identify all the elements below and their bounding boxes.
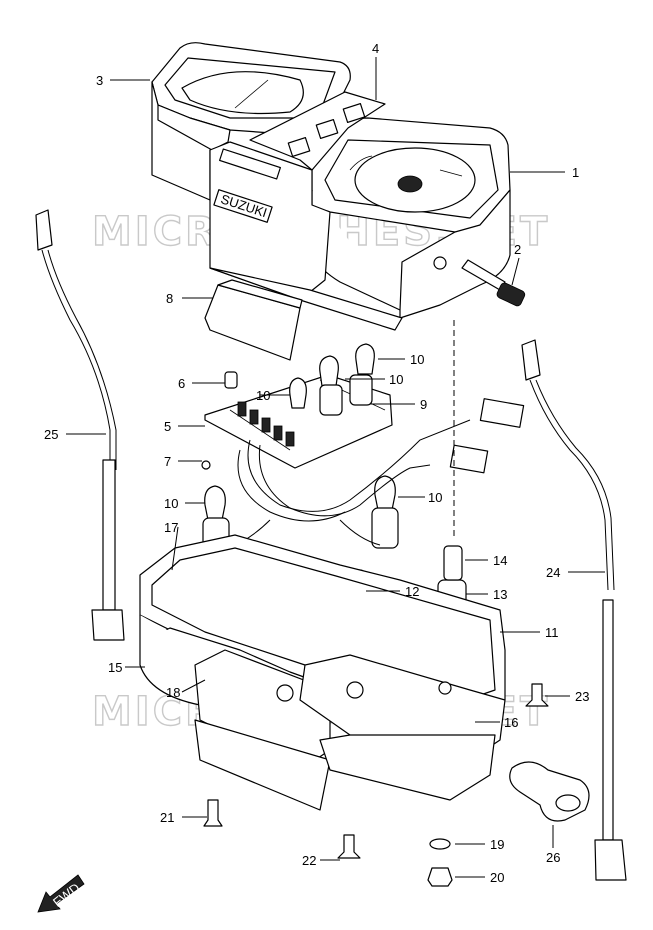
callout-20: 20 <box>490 870 504 885</box>
callout-11: 11 <box>545 625 559 640</box>
speedometer-gauge <box>151 42 351 201</box>
fwd-arrow: FWD <box>37 874 85 913</box>
screw-23 <box>525 683 549 707</box>
trip-reset-knob <box>461 259 526 307</box>
screw-22 <box>337 834 361 859</box>
callout-7: 7 <box>164 454 171 469</box>
callout-8: 8 <box>166 291 173 306</box>
callout-13: 13 <box>493 587 507 602</box>
boot-cap <box>509 761 590 822</box>
callout-16: 16 <box>504 715 518 730</box>
callout-1: 1 <box>572 165 579 180</box>
callout-21: 21 <box>160 810 174 825</box>
callout-10e: 10 <box>428 490 442 505</box>
callout-17: 17 <box>164 520 178 535</box>
callout-14: 14 <box>493 553 507 568</box>
speedometer-cable <box>35 209 125 641</box>
screw-7 <box>201 460 211 470</box>
callout-6: 6 <box>178 376 185 391</box>
center-panel: SUZUKI <box>209 141 403 331</box>
callout-4: 4 <box>372 41 379 56</box>
callout-labels: 1 2 3 4 5 6 7 8 9 10 10 10 10 10 11 12 1… <box>44 41 589 885</box>
callout-26: 26 <box>546 850 560 865</box>
callout-15: 15 <box>108 660 122 675</box>
callout-10d: 10 <box>164 496 178 511</box>
callout-24: 24 <box>546 565 560 580</box>
callout-10b: 10 <box>389 372 403 387</box>
wire-harness <box>224 398 525 551</box>
socket-plate <box>201 371 393 470</box>
callout-10c: 10 <box>256 388 270 403</box>
callout-19: 19 <box>490 837 504 852</box>
callout-25: 25 <box>44 427 58 442</box>
tachometer-cable <box>521 339 627 881</box>
indicator-lens <box>204 279 303 361</box>
lower-case <box>139 534 506 811</box>
callout-5: 5 <box>164 419 171 434</box>
callout-10a: 10 <box>410 352 424 367</box>
indicator-housing <box>249 91 386 171</box>
fasteners <box>203 683 549 887</box>
callout-2: 2 <box>514 242 521 257</box>
callout-12: 12 <box>405 584 419 599</box>
washer-19 <box>429 838 451 850</box>
callout-23: 23 <box>575 689 589 704</box>
callout-9: 9 <box>420 397 427 412</box>
callout-18: 18 <box>166 685 180 700</box>
nut-20 <box>427 867 453 887</box>
tachometer-gauge <box>311 117 511 319</box>
leader-lines <box>66 57 605 878</box>
callout-3: 3 <box>96 73 103 88</box>
bulb-6 <box>224 371 238 389</box>
callout-22: 22 <box>302 853 316 868</box>
screw-21 <box>203 799 223 827</box>
